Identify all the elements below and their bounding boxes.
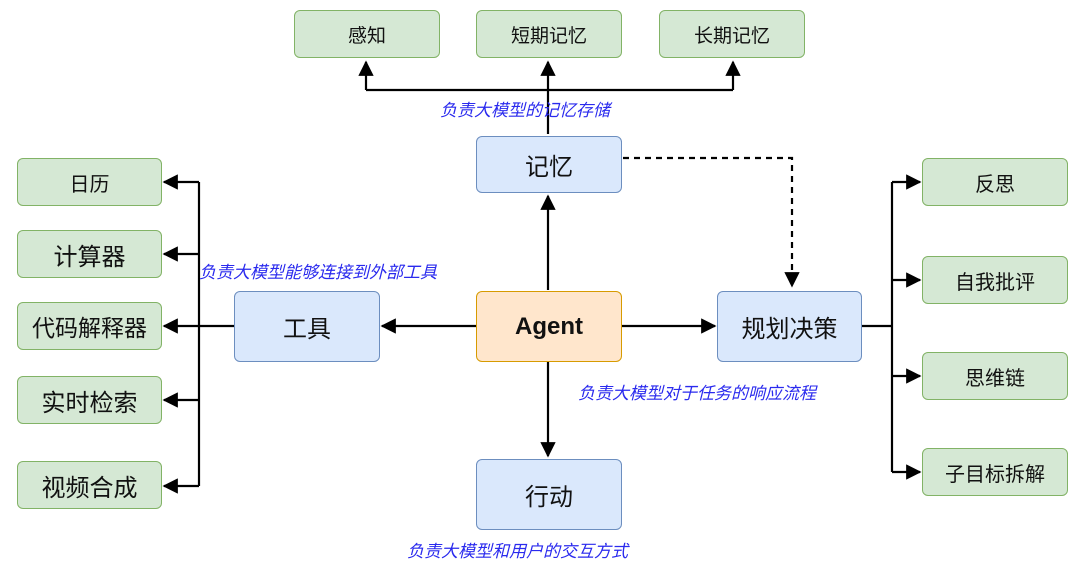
node-long-term-memory: 长期记忆	[659, 10, 805, 58]
node-subgoal-decomposition: 子目标拆解	[922, 448, 1068, 496]
node-chain-of-thought: 思维链	[922, 352, 1068, 400]
node-short-term-memory: 短期记忆	[476, 10, 622, 58]
arrow-memory-to-planning	[623, 156, 800, 288]
node-calendar: 日历	[17, 158, 162, 206]
node-calculator: 计算器	[17, 230, 162, 278]
planning-annotation: 负责大模型对于任务的响应流程	[578, 384, 816, 404]
node-self-criticism: 自我批评	[922, 256, 1068, 304]
node-reflection: 反思	[922, 158, 1068, 206]
memory-annotation: 负责大模型的记忆存储	[440, 101, 610, 121]
node-action: 行动	[476, 459, 622, 530]
node-video-synthesis: 视频合成	[17, 461, 162, 509]
node-memory: 记忆	[476, 136, 622, 193]
node-planning: 规划决策	[717, 291, 862, 362]
node-tools: 工具	[234, 291, 380, 362]
action-annotation: 负责大模型和用户的交互方式	[407, 542, 628, 562]
tools-annotation: 负责大模型能够连接到外部工具	[199, 263, 437, 283]
node-code-interpreter: 代码解释器	[17, 302, 162, 350]
node-perception: 感知	[294, 10, 440, 58]
node-agent: Agent	[476, 291, 622, 362]
node-realtime-search: 实时检索	[17, 376, 162, 424]
